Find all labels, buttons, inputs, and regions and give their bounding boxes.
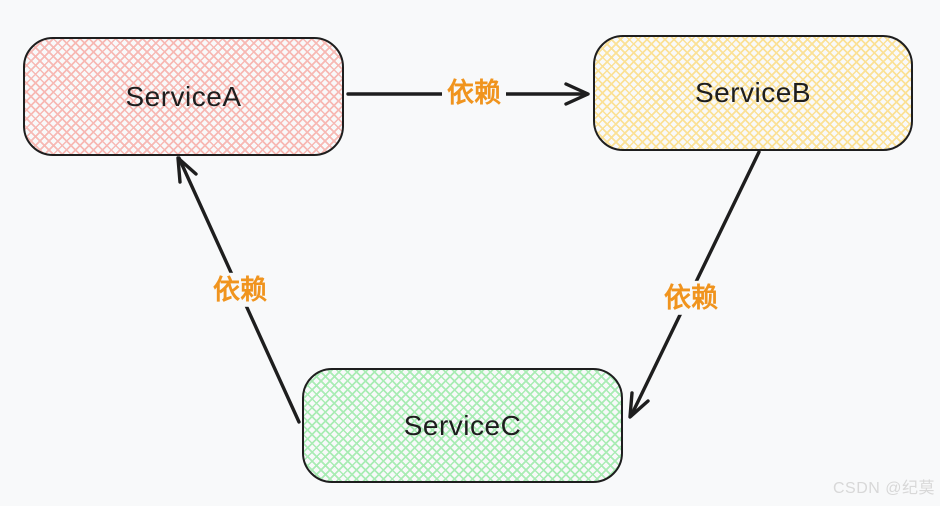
node-servicea: ServiceA [23,37,344,156]
edge-label-c-to-a: 依赖 [208,272,272,308]
edge-label-a-to-b: 依赖 [442,75,506,111]
node-servicea-label: ServiceA [125,80,242,112]
node-serviceb: ServiceB [593,35,913,151]
watermark: CSDN @纪莫 [832,480,935,497]
edge-label-b-to-c: 依赖 [659,280,723,316]
node-servicec: ServiceC [302,368,623,483]
node-serviceb-label: ServiceB [694,77,812,108]
node-servicec-label: ServiceC [403,409,522,441]
